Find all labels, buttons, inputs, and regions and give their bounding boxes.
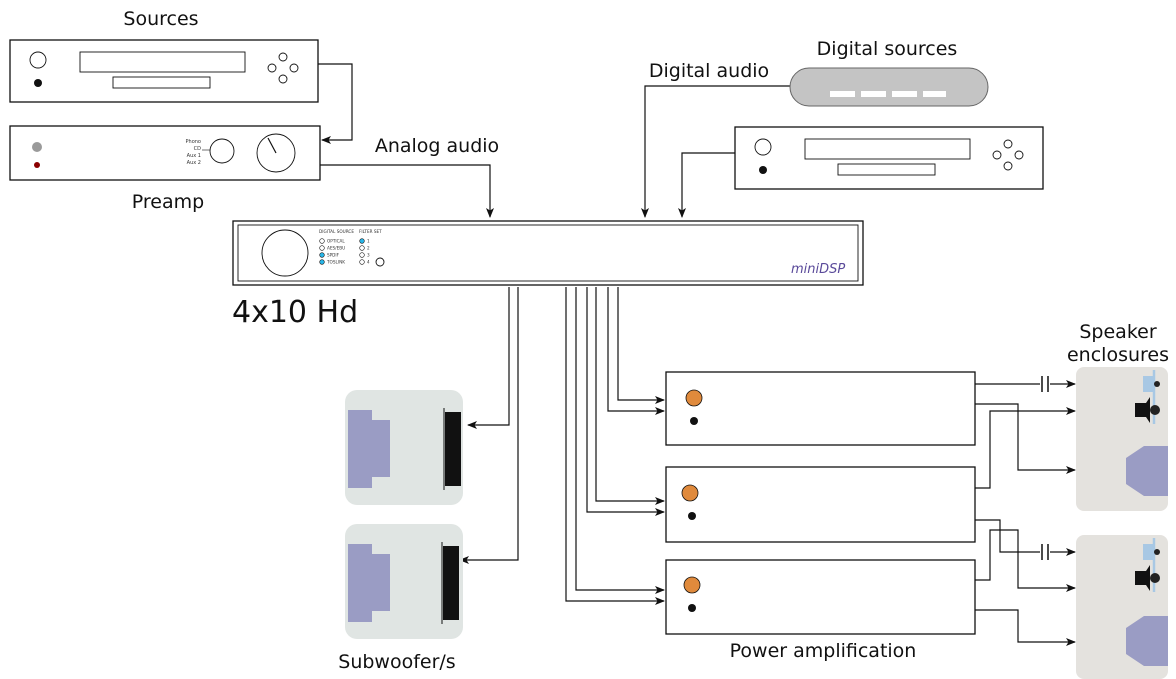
amp-status-led-icon: [690, 417, 698, 425]
subwoofer-driver-icon: [348, 544, 390, 622]
midrange-icon: [1135, 565, 1150, 591]
digital-source-pill: [789, 67, 989, 107]
control-buttons-icon: [992, 139, 1024, 171]
device-name-label: 4x10 Hd: [232, 295, 358, 330]
woofer-icon: [1126, 616, 1168, 666]
control-buttons-icon: [267, 52, 299, 84]
capacitor-icon: [1041, 376, 1049, 392]
connection-wires: [318, 63, 1076, 646]
wire-to-amp3-ch1: [575, 287, 665, 594]
source-aes: AES/EBU: [327, 246, 345, 251]
wire-amp3-woofer: [975, 609, 1076, 646]
analog-audio-label: Analog audio: [375, 135, 499, 157]
source-toslink: TOSLINK: [326, 260, 345, 265]
sources-label: Sources: [123, 8, 198, 30]
led-filter2-icon: [359, 245, 365, 251]
cd-player-digital: [734, 126, 1044, 190]
led-aes-icon: [319, 245, 325, 251]
led-filter1-icon: [359, 238, 365, 244]
amp-power-led-icon: [681, 484, 699, 502]
display-window: [837, 163, 936, 176]
brand-logo: miniDSP: [791, 262, 845, 277]
digital-sources-label: Digital sources: [817, 38, 958, 60]
tweeter-icon: [1143, 544, 1153, 560]
filter-1: 1: [367, 239, 370, 244]
power-button-icon: [754, 138, 772, 156]
power-led-icon: [34, 79, 42, 87]
power-led-icon: [34, 162, 40, 168]
cd-player-top: [9, 39, 319, 103]
disc-tray: [79, 51, 246, 73]
wire-to-amp1-ch1: [617, 287, 665, 404]
wire-source-to-preamp: [318, 63, 353, 144]
wire-digital-audio-2: [678, 152, 735, 218]
wire-amp3-mid: [975, 529, 1076, 592]
preamp-unit: Phono CD Aux 1 Aux 2: [9, 125, 321, 181]
wire-amp1-woofer: [975, 403, 1076, 474]
subwoofers-label: Subwoofer/s: [338, 651, 455, 673]
subwoofer-cone-icon: [443, 546, 459, 620]
wire-amp2-tweeter-a: [975, 519, 1040, 553]
digital-source-title: DIGITAL SOURCE: [319, 229, 354, 234]
speaker-enclosure-2: [1076, 535, 1168, 679]
speaker-enclosures-label-1: Speaker: [1079, 321, 1156, 343]
display-window: [112, 76, 211, 89]
disc-tray: [804, 138, 971, 160]
speaker-enclosure-1: [1076, 367, 1168, 511]
subwoofer-cone-icon: [445, 412, 461, 486]
filter-3: 3: [367, 253, 370, 258]
wire-analog-audio: [320, 164, 494, 218]
filter-4: 4: [367, 260, 370, 265]
wire-to-amp3-ch2: [565, 287, 665, 605]
speaker-enclosures-label-2: enclosures: [1067, 344, 1169, 366]
ir-receiver-icon: [375, 257, 385, 267]
amp-status-led-icon: [688, 512, 696, 520]
minidsp-4x10hd-unit: DIGITAL SOURCE OPTICAL AES/EBU SPDIF TOS…: [232, 220, 864, 286]
woofer-icon: [1126, 446, 1168, 496]
power-amplifier-2: [665, 466, 976, 543]
subwoofer-1: [345, 390, 463, 505]
input-selector-knob-icon: [209, 138, 235, 164]
input-label-aux2: Aux 2: [187, 160, 201, 166]
wire-to-amp2-ch2: [586, 287, 665, 516]
power-button-icon: [29, 51, 47, 69]
input-label-phono: Phono: [186, 139, 201, 145]
digital-audio-label: Digital audio: [649, 60, 769, 82]
led-spdif-icon: [319, 252, 325, 258]
power-amplifier-3: [665, 559, 976, 635]
wire-to-subwoofer-2: [459, 287, 519, 564]
filter-2: 2: [367, 246, 370, 251]
power-knob-icon: [32, 142, 42, 152]
power-amplifier-1: [665, 371, 976, 446]
wire-to-amp1-ch2: [607, 287, 665, 415]
led-toslink-icon: [319, 259, 325, 265]
power-led-icon: [759, 166, 767, 174]
midrange-icon: [1135, 397, 1150, 423]
capacitor-icon: [1041, 544, 1049, 560]
led-filter4-icon: [359, 259, 365, 265]
source-spdif: SPDIF: [327, 253, 340, 258]
amp-status-led-icon: [688, 604, 696, 612]
wire-amp2-mid-top: [975, 407, 1076, 489]
wire-to-amp2-ch1: [595, 287, 665, 505]
wire-to-subwoofer-1: [467, 287, 510, 429]
subwoofer-driver-icon: [348, 410, 390, 488]
input-label-aux1: Aux 1: [187, 153, 201, 159]
subwoofer-2: [345, 524, 463, 639]
amp-power-led-icon: [683, 576, 701, 594]
input-label-cd: CD: [194, 146, 201, 152]
led-filter3-icon: [359, 252, 365, 258]
preamp-label: Preamp: [132, 191, 204, 213]
power-amplification-label: Power amplification: [730, 640, 917, 662]
led-optical-icon: [319, 238, 325, 244]
amp-power-led-icon: [685, 389, 703, 407]
volume-knob-icon: [261, 229, 309, 277]
source-optical: OPTICAL: [327, 239, 345, 244]
tweeter-icon: [1143, 376, 1153, 392]
wire-digital-audio-1: [641, 85, 790, 218]
volume-knob-icon: [256, 133, 296, 173]
filter-set-title: FILTER SET: [359, 229, 382, 234]
